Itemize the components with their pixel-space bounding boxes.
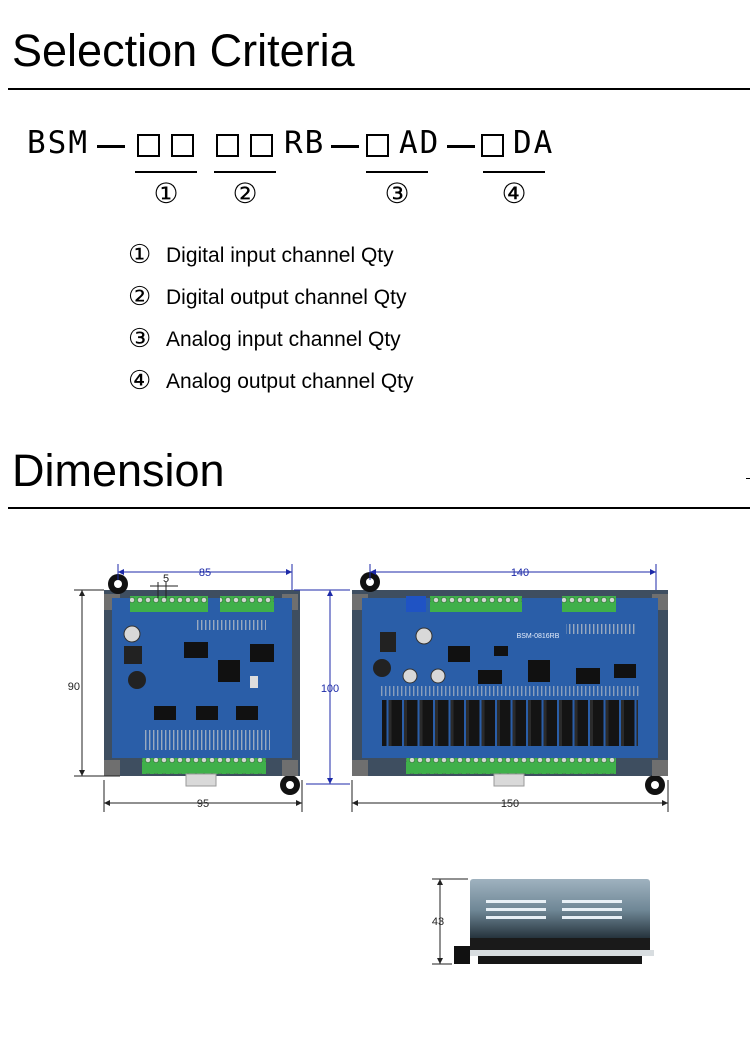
small-board-drawing <box>104 574 300 795</box>
code-dash <box>331 145 359 148</box>
code-rb: RB <box>284 125 326 161</box>
legend-number: ① <box>128 240 152 270</box>
large-board-dimensions: 140 100 150 <box>294 564 669 812</box>
code-da: DA <box>513 125 555 161</box>
small-board-dimensions: 85 5 90 95 <box>68 564 303 812</box>
code-ad: AD <box>399 125 441 161</box>
code-box <box>171 134 194 157</box>
marker-3: ③ <box>384 177 410 210</box>
code-dash <box>97 145 125 148</box>
legend-text: Digital input channel Qty <box>166 244 394 267</box>
dim-small-top-width: 85 <box>199 567 211 579</box>
marker-1: ① <box>153 177 179 210</box>
code-box <box>216 134 239 157</box>
selection-criteria-title: Selection Criteria <box>12 25 355 76</box>
dimension-title: Dimension <box>12 445 225 496</box>
code-box <box>137 134 160 157</box>
side-view-dimensions: 43 <box>432 878 468 965</box>
code-underline <box>135 171 197 173</box>
board-model-label: BSM-0816RB <box>517 633 560 640</box>
code-box <box>250 134 273 157</box>
dim-large-height: 100 <box>321 683 339 695</box>
section-divider <box>8 507 750 509</box>
code-underline <box>483 171 545 173</box>
marker-2: ② <box>232 177 258 210</box>
code-underline <box>214 171 276 173</box>
dim-small-height: 90 <box>68 681 80 693</box>
legend-number: ④ <box>128 366 152 396</box>
code-underline <box>366 171 428 173</box>
code-box <box>481 134 504 157</box>
marker-4: ④ <box>501 177 527 210</box>
legend-text: Analog output channel Qty <box>166 370 414 393</box>
dim-large-bottom-width: 150 <box>501 798 519 810</box>
legend-number: ③ <box>128 324 152 354</box>
section-divider <box>8 88 750 90</box>
legend-text: Analog input channel Qty <box>166 328 401 351</box>
code-dash <box>447 145 475 148</box>
large-board-drawing: BSM-0816RB <box>352 572 668 795</box>
tick-mark <box>746 478 750 479</box>
dim-large-top-width: 140 <box>511 567 529 579</box>
dim-small-bottom-width: 95 <box>197 798 209 810</box>
dim-side-height: 43 <box>432 916 444 928</box>
legend-text: Digital output channel Qty <box>166 286 407 309</box>
code-box <box>366 134 389 157</box>
side-view-drawing <box>454 879 654 964</box>
code-prefix: BSM <box>27 125 89 161</box>
dim-terminal-pitch: 5 <box>163 573 169 585</box>
legend-number: ② <box>128 282 152 312</box>
